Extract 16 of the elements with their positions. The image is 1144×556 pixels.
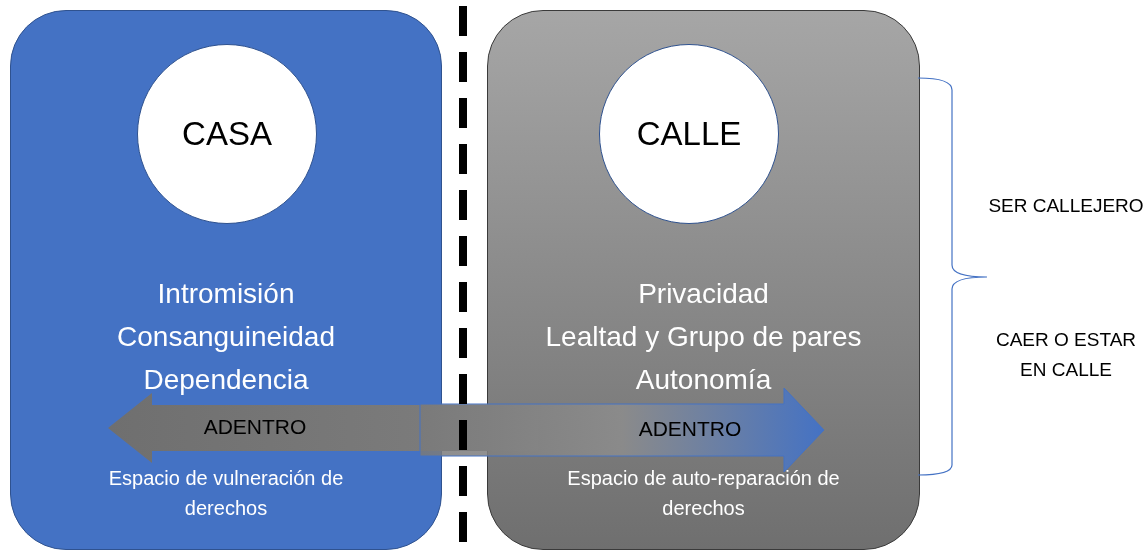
panel-term: Consanguineidad xyxy=(116,320,336,354)
panel-term: Privacidad xyxy=(637,277,770,311)
rounded-panel xyxy=(487,10,920,550)
arrow-label: ADENTRO xyxy=(637,417,743,441)
circle-label: CASA xyxy=(182,115,272,153)
bracket-label: SER CALLEJERO xyxy=(988,194,1144,218)
panel-caption: Espacio de auto-reparación de derechos xyxy=(566,466,841,521)
arrow-label: ADENTRO xyxy=(202,415,308,439)
rounded-panel xyxy=(10,10,442,550)
panel-term: Lealtad y Grupo de pares xyxy=(544,320,863,354)
bracket-label: CAER O ESTAR EN CALLE xyxy=(994,328,1138,382)
circle-label: CALLE xyxy=(636,115,742,153)
panel-caption: Espacio de vulneración de derechos xyxy=(107,466,345,521)
panel-term: Intromisión xyxy=(156,277,296,311)
panel-term: Autonomía xyxy=(634,363,773,397)
panel-term: Dependencia xyxy=(142,363,310,397)
